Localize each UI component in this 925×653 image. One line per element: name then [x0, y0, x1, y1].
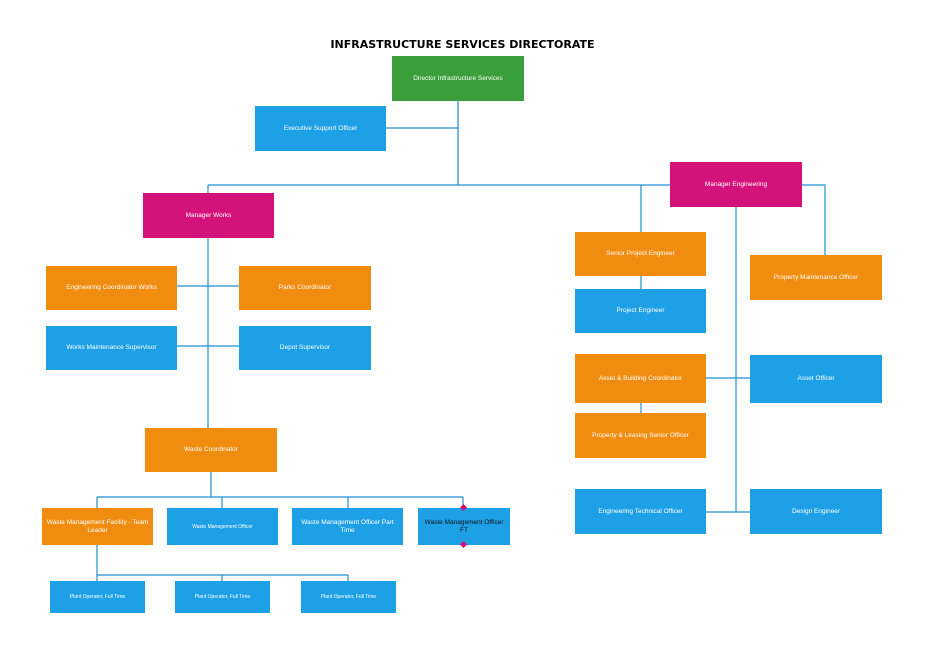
- node-waste-facility-team-leader[interactable]: Waste Management Facility - Team Leader: [42, 508, 153, 545]
- node-waste-officer-part-time[interactable]: Waste Management Officer Part Time: [292, 508, 403, 545]
- node-manager-works[interactable]: Manager Works: [143, 193, 274, 238]
- node-engineering-coordinator-works[interactable]: Engineering Coordinator Works: [46, 266, 177, 310]
- node-asset-building-coordinator[interactable]: Asset & Building Coordinator: [575, 354, 706, 403]
- node-plant-operator-2[interactable]: Plant Operator, Full Time: [175, 581, 270, 613]
- node-senior-project-engineer[interactable]: Senior Project Engineer: [575, 232, 706, 276]
- node-works-maintenance-supervisor[interactable]: Works Maintenance Supervisor: [46, 326, 177, 370]
- node-property-leasing-senior-officer[interactable]: Property & Leasing Senior Officer: [575, 413, 706, 458]
- node-director[interactable]: Director Infrastructure Services: [392, 56, 524, 101]
- node-design-engineer[interactable]: Design Engineer: [750, 489, 882, 534]
- node-depot-supervisor[interactable]: Depot Supervisor: [239, 326, 371, 370]
- node-manager-engineering[interactable]: Manager Engineering: [670, 162, 802, 207]
- node-waste-officer-ft[interactable]: Waste Management Officer FT: [418, 508, 510, 545]
- node-parks-coordinator[interactable]: Parks Coordinator: [239, 266, 371, 310]
- node-waste-management-officer[interactable]: Waste Management Officer: [167, 508, 278, 545]
- node-plant-operator-3[interactable]: Plant Operator, Full Time: [301, 581, 396, 613]
- node-property-maintenance-officer[interactable]: Property Maintenance Officer: [750, 255, 882, 300]
- node-waste-coordinator[interactable]: Waste Coordinator: [145, 428, 277, 472]
- node-asset-officer[interactable]: Asset Officer: [750, 355, 882, 403]
- node-executive-support-officer[interactable]: Executive Support Officer: [255, 106, 386, 151]
- node-engineering-technical-officer[interactable]: Engineering Technical Officer: [575, 489, 706, 534]
- node-plant-operator-1[interactable]: Plant Operator, Full Time: [50, 581, 145, 613]
- connector-eng-right: [802, 184, 826, 255]
- chart-title: INFRASTRUCTURE SERVICES DIRECTORATE: [330, 38, 595, 51]
- node-project-engineer[interactable]: Project Engineer: [575, 289, 706, 333]
